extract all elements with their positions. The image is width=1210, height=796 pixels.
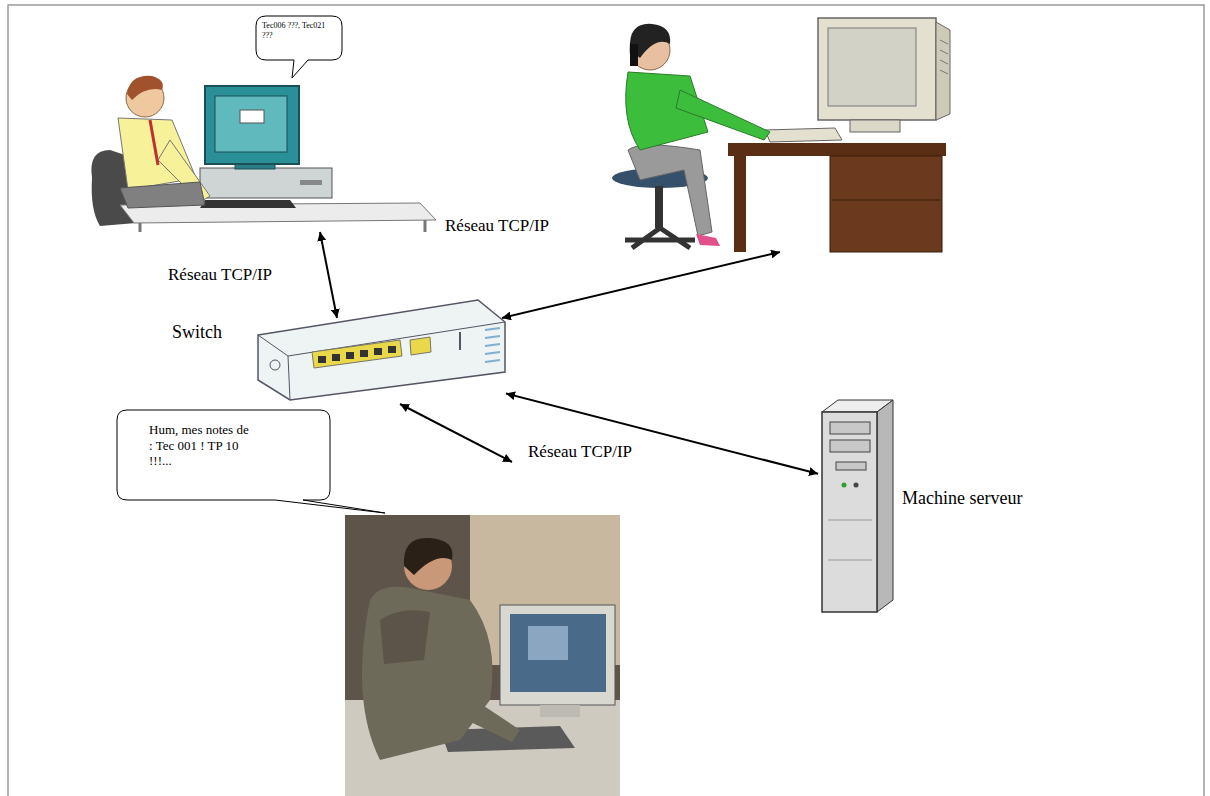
student-photo-part <box>380 610 430 664</box>
frame <box>8 5 1204 796</box>
switch-device-part <box>346 352 354 359</box>
woman-at-desk-part <box>676 90 770 140</box>
woman-at-desk-part <box>625 228 695 248</box>
switch-device-part <box>485 328 500 362</box>
woman-at-desk-part <box>830 156 942 252</box>
woman-at-desk-part <box>940 60 948 64</box>
woman-at-desk-part <box>850 120 900 132</box>
woman-at-desk-part <box>734 156 746 252</box>
man-at-desk-part <box>120 182 205 208</box>
switch-device-part <box>388 346 396 353</box>
man-at-desk-part <box>127 76 163 100</box>
server-tower-part <box>828 560 872 561</box>
student-photo-part <box>362 587 493 760</box>
woman-at-desk-part <box>936 22 950 120</box>
bubble-shape <box>117 410 385 513</box>
woman-at-desk-part <box>728 143 946 156</box>
switch-device-part <box>312 340 402 368</box>
man-at-desk-part <box>139 223 142 232</box>
server-tower-part <box>842 483 847 488</box>
switch-device-part <box>318 356 326 363</box>
network-label: Réseau TCP/IP <box>445 216 549 236</box>
bubble-shape <box>256 16 342 78</box>
network-links-part <box>502 252 780 318</box>
switch-device <box>258 300 505 400</box>
server-tower <box>822 400 893 612</box>
switch-node: Switch <box>168 298 506 402</box>
device-label: Switch <box>172 322 222 344</box>
man-at-desk-part <box>200 200 296 208</box>
network-label: Réseau TCP/IP <box>528 442 632 462</box>
server-tower-part <box>830 422 870 434</box>
speech-text: Hum, mes notes de : Tec 001 ! TP 10 !!!.… <box>149 422 253 469</box>
man-at-desk-part <box>240 110 264 123</box>
woman-at-desk-part <box>828 28 916 106</box>
man-at-desk <box>91 76 436 232</box>
woman-at-desk-part <box>832 200 940 201</box>
switch-device-part <box>459 332 461 350</box>
switch-device-part <box>332 354 340 361</box>
man-at-desk-part <box>150 120 158 165</box>
server-tower-part <box>854 483 859 488</box>
woman-at-desk-part <box>628 145 712 236</box>
speech-text: Tec006 ???, Tec021 ??? <box>262 21 336 40</box>
network-label: Réseau TCP/IP <box>168 265 272 285</box>
speech-bubble: Tec006 ???, Tec021 ??? <box>256 16 342 60</box>
server-tower-part <box>830 440 870 452</box>
student-photo-part <box>540 705 580 717</box>
student-photo-part <box>450 690 520 742</box>
woman-at-desk-part <box>630 44 638 66</box>
network-links-part <box>320 232 337 318</box>
server-tower-part <box>828 520 872 521</box>
man-at-desk-part <box>215 96 287 152</box>
server-node: Machine serveur <box>818 396 1068 616</box>
switch-device-part <box>258 322 505 356</box>
woman-at-desk-part <box>818 18 936 120</box>
student-photo <box>345 515 620 796</box>
student-photo-part <box>345 515 620 796</box>
server-tower-part <box>822 412 877 612</box>
student-photo-part <box>510 614 606 692</box>
network-links-part <box>400 404 512 462</box>
speech-bubble: Hum, mes notes de : Tec 001 ! TP 10 !!!.… <box>117 410 330 500</box>
switch-device-part <box>288 356 290 400</box>
man-at-desk-part <box>424 220 427 232</box>
switch-device-part <box>374 348 382 355</box>
woman-at-desk-part <box>940 40 948 44</box>
switch-device-part <box>258 300 505 400</box>
woman-at-desk-part <box>940 50 948 54</box>
woman-at-desk-part <box>655 186 663 228</box>
student-photo-part <box>528 626 568 660</box>
woman-at-desk-part <box>765 128 842 142</box>
woman-at-desk-part <box>940 70 948 74</box>
server-tower-part <box>836 462 866 470</box>
man-at-desk-part <box>200 168 332 198</box>
man-at-desk-part <box>300 180 322 185</box>
switch-device-part <box>360 350 368 357</box>
switch-device-part <box>410 337 431 355</box>
network-links <box>320 232 780 462</box>
server-tower-part <box>877 400 893 612</box>
student-photo-part <box>500 605 615 705</box>
device-label: Machine serveur <box>902 488 1022 510</box>
network-link <box>506 394 818 474</box>
student-photo-part <box>404 538 453 575</box>
woman-at-desk-part <box>696 234 720 246</box>
man-at-desk-part <box>205 86 299 164</box>
switch-device-part <box>270 360 280 370</box>
woman-at-desk <box>612 18 950 252</box>
